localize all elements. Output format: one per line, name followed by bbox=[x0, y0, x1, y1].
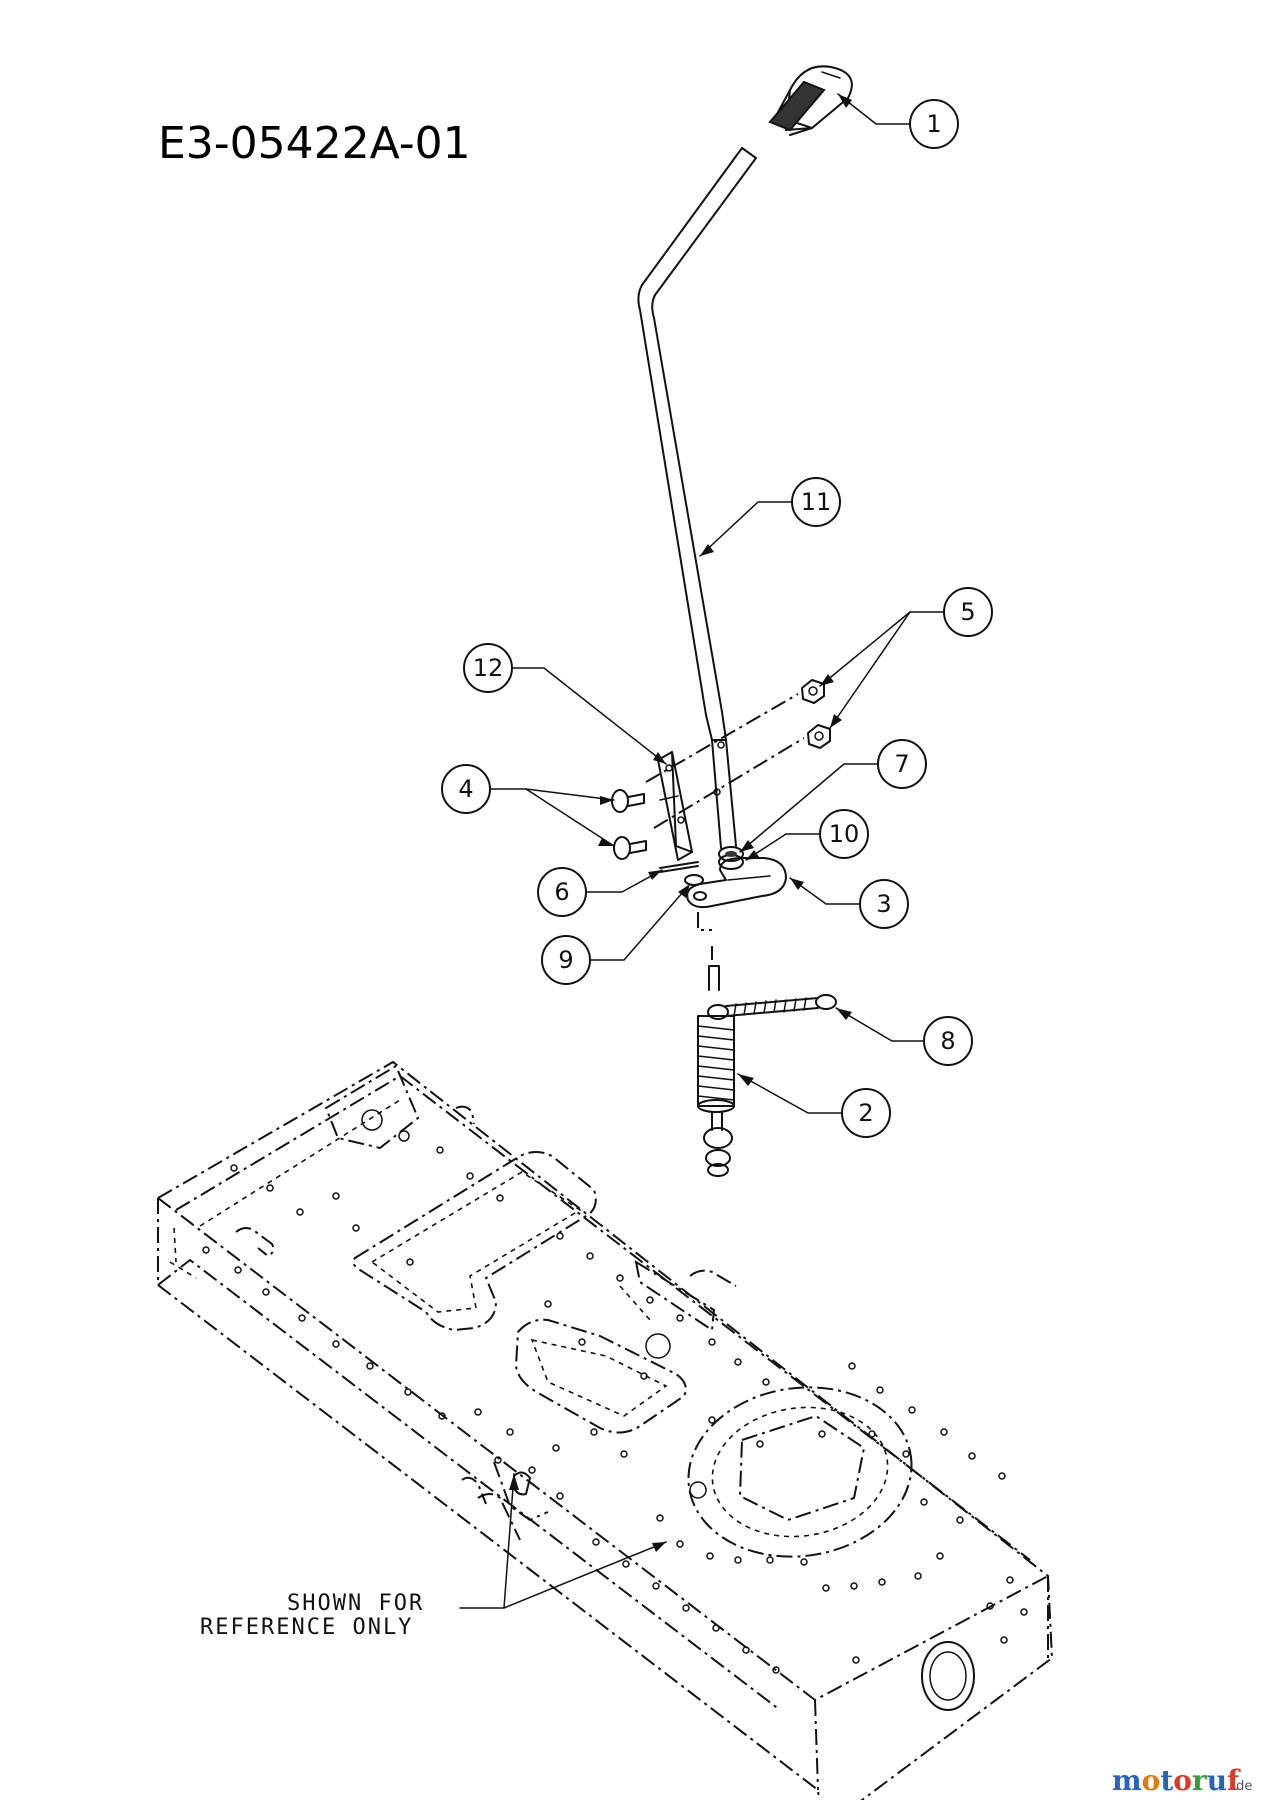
callout-10: 10 bbox=[819, 809, 869, 859]
callout-4-label: 4 bbox=[458, 775, 473, 803]
watermark-letter: f bbox=[1227, 1764, 1241, 1797]
part-lift-lever-rod bbox=[637, 147, 757, 849]
part-lift-link bbox=[686, 857, 787, 909]
callout-3-label: 3 bbox=[876, 890, 891, 918]
part-carriage-bolts bbox=[611, 789, 647, 860]
diagram-title: E3-05422A-01 bbox=[158, 118, 471, 169]
frame-reference bbox=[157, 1060, 1054, 1800]
callout-11: 11 bbox=[791, 477, 841, 527]
callout-11-label: 11 bbox=[801, 488, 832, 516]
watermark-letter: r bbox=[1192, 1764, 1208, 1797]
reference-note-line2: REFERENCE ONLY bbox=[200, 1615, 413, 1640]
brand-watermark: motoruf .de bbox=[1112, 1764, 1252, 1797]
watermark-brand: motoruf bbox=[1112, 1764, 1241, 1797]
watermark-letter: m bbox=[1112, 1764, 1142, 1797]
part-handle-grip bbox=[768, 65, 853, 136]
callout-12: 12 bbox=[463, 643, 513, 693]
callout-5-label: 5 bbox=[960, 598, 975, 626]
callout-7: 7 bbox=[877, 739, 927, 789]
reference-note: SHOWN FOR REFERENCE ONLY bbox=[200, 1473, 667, 1640]
assembly-line bbox=[697, 912, 713, 960]
callout-6: 6 bbox=[537, 867, 587, 917]
part-nuts bbox=[645, 679, 831, 829]
reference-note-line1: SHOWN FOR bbox=[287, 1591, 424, 1616]
callout-2: 2 bbox=[841, 1088, 891, 1138]
part-bushings bbox=[718, 846, 744, 870]
callout-8: 8 bbox=[923, 1016, 973, 1066]
watermark-domain: .de bbox=[1232, 1779, 1252, 1794]
part-pin-washer bbox=[659, 861, 704, 886]
callout-4: 4 bbox=[441, 764, 491, 814]
part-compression-spring bbox=[697, 965, 735, 1177]
callout-1-label: 1 bbox=[926, 110, 941, 138]
part-extension-spring bbox=[707, 994, 837, 1020]
callout-8-label: 8 bbox=[940, 1027, 955, 1055]
callout-9: 9 bbox=[541, 935, 591, 985]
callout-3: 3 bbox=[859, 879, 909, 929]
callout-9-label: 9 bbox=[558, 946, 573, 974]
part-bracket bbox=[657, 751, 693, 861]
callout-2-label: 2 bbox=[858, 1099, 873, 1127]
callout-5: 5 bbox=[943, 587, 993, 637]
watermark-letter: o bbox=[1142, 1764, 1161, 1797]
callout-6-label: 6 bbox=[554, 878, 569, 906]
callout-leaders bbox=[489, 93, 945, 1114]
watermark-letter: o bbox=[1173, 1764, 1192, 1797]
callout-7-label: 7 bbox=[894, 750, 909, 778]
callout-10-label: 10 bbox=[829, 820, 860, 848]
watermark-letter: t bbox=[1160, 1764, 1173, 1797]
watermark-letter: u bbox=[1207, 1764, 1227, 1797]
callout-12-label: 12 bbox=[473, 654, 504, 682]
callout-1: 1 bbox=[909, 99, 959, 149]
